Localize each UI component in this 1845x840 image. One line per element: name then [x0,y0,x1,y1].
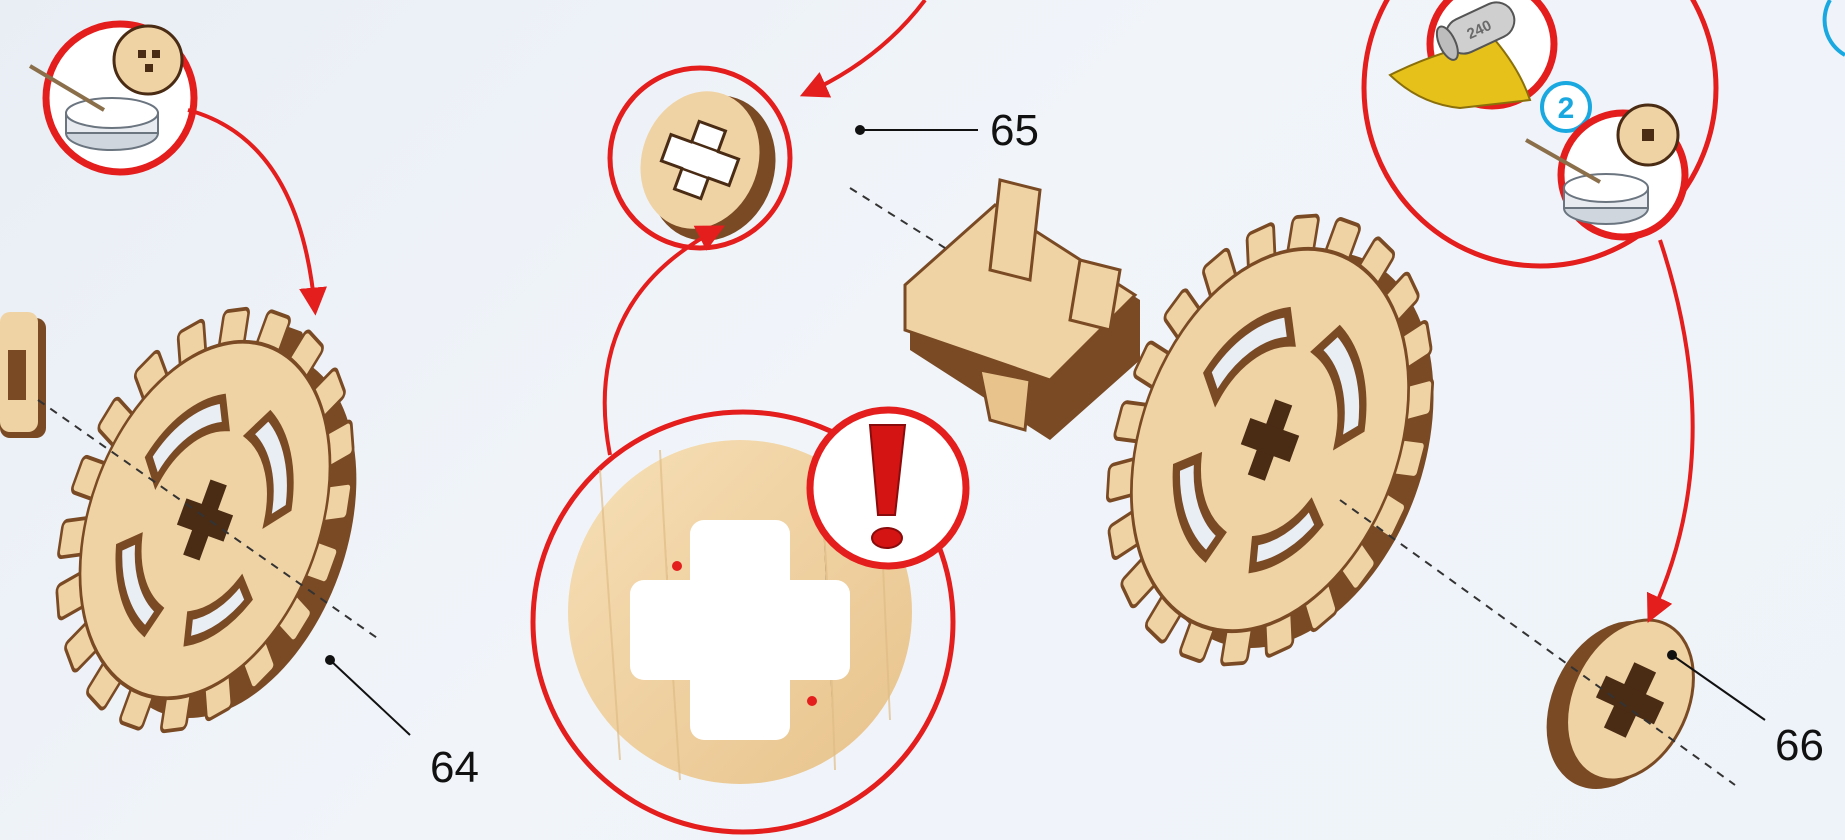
warning-exclamation-icon [810,410,966,566]
part-label-64: 64 [430,743,479,792]
callout-glue-sand: 240 2 [1364,0,1716,266]
disc-66 [1521,599,1718,811]
detail-warning-callout [533,410,966,832]
callout-65 [610,68,796,259]
glue-pot-icon-left [30,24,194,172]
step-number: 2 [1558,92,1575,125]
part-label-65: 65 [990,106,1039,155]
part-label-66: 66 [1775,721,1824,770]
sandpaper-icon: 240 [1390,0,1554,108]
axle-assembly [905,170,1491,709]
partial-gear-left [0,312,46,438]
gear-64 [0,268,407,772]
